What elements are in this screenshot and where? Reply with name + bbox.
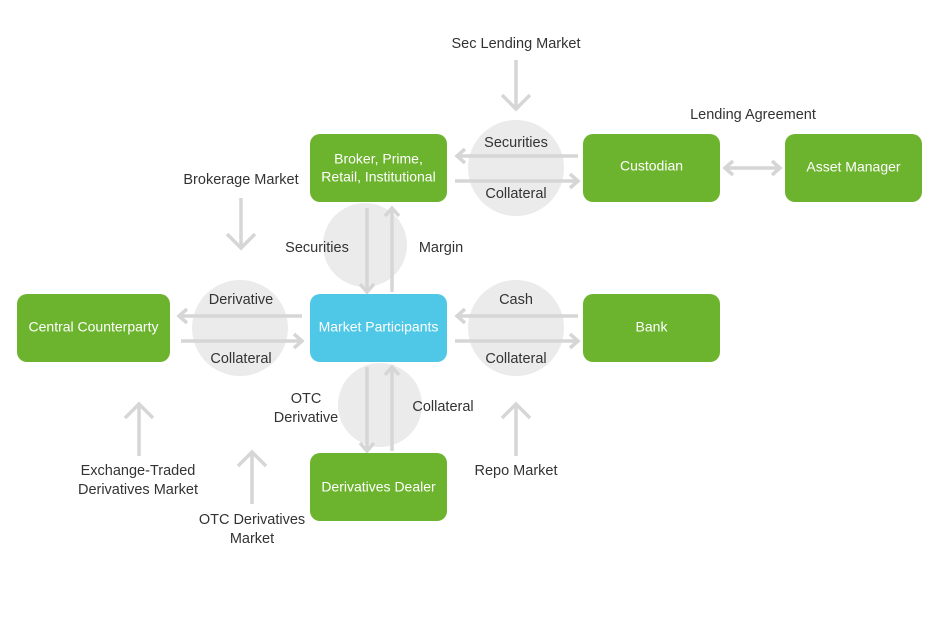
- arrows: [123, 60, 783, 504]
- flow-label-derivative: Derivative: [209, 292, 273, 308]
- flow-label-collateral-dealer: Collateral: [412, 399, 473, 415]
- flow-label-otc-line2: Derivative: [274, 410, 338, 426]
- market-label-repo: Repo Market: [474, 463, 557, 479]
- market-label-otc-derivatives-line2: Market: [230, 531, 274, 547]
- bubble-broker-mp: [323, 203, 407, 287]
- node-asset-manager[interactable]: Asset Manager: [785, 134, 922, 202]
- market-label-lending-agreement: Lending Agreement: [690, 107, 816, 123]
- flow-label-collateral-ccp: Collateral: [210, 351, 271, 367]
- node-custodian-label: Custodian: [620, 158, 683, 174]
- bubble-mp-dealer: [338, 363, 422, 447]
- node-broker-box: [310, 134, 447, 202]
- flow-label-collateral-custodian: Collateral: [485, 186, 546, 202]
- node-central-counterparty[interactable]: Central Counterparty: [17, 294, 170, 362]
- node-bank-box: [583, 294, 720, 362]
- node-broker[interactable]: Broker, Prime, Retail, Institutional: [310, 134, 447, 202]
- node-dealer-label: Derivatives Dealer: [321, 479, 436, 495]
- market-label-exchange-traded-line2: Derivatives Market: [78, 482, 198, 498]
- node-market-participants[interactable]: Market Participants: [310, 294, 447, 362]
- flow-label-otc-line1: OTC: [291, 391, 322, 407]
- bubble-mp-bank: [468, 280, 564, 376]
- node-mp-box: [310, 294, 447, 362]
- bubble-broker-custodian: [468, 120, 564, 216]
- node-dealer-box: [310, 453, 447, 521]
- node-bank[interactable]: Bank: [583, 294, 720, 362]
- node-mp-label: Market Participants: [319, 319, 439, 335]
- market-label-sec-lending: Sec Lending Market: [452, 36, 581, 52]
- node-bank-label: Bank: [636, 319, 669, 335]
- bubble-ccp-mp: [192, 280, 288, 376]
- node-ccp-box: [17, 294, 170, 362]
- node-asset-manager-label: Asset Manager: [806, 159, 900, 175]
- node-custodian-box: [583, 134, 720, 202]
- market-label-otc-derivatives-line1: OTC Derivatives: [199, 512, 305, 528]
- node-asset-manager-box: [785, 134, 922, 202]
- flow-label-cash: Cash: [499, 292, 533, 308]
- flow-label-securities-custodian: Securities: [484, 135, 548, 151]
- node-derivatives-dealer[interactable]: Derivatives Dealer: [310, 453, 447, 521]
- market-label-brokerage: Brokerage Market: [183, 172, 298, 188]
- market-label-exchange-traded-line1: Exchange-Traded: [81, 463, 196, 479]
- flow-label-margin: Margin: [419, 240, 463, 256]
- node-custodian[interactable]: Custodian: [583, 134, 720, 202]
- node-ccp-label: Central Counterparty: [29, 319, 159, 335]
- flow-label-collateral-bank: Collateral: [485, 351, 546, 367]
- flow-label-securities-mp: Securities: [285, 240, 349, 256]
- node-broker-label-line1: Broker, Prime,: [334, 151, 423, 167]
- node-broker-label-line2: Retail, Institutional: [321, 169, 435, 185]
